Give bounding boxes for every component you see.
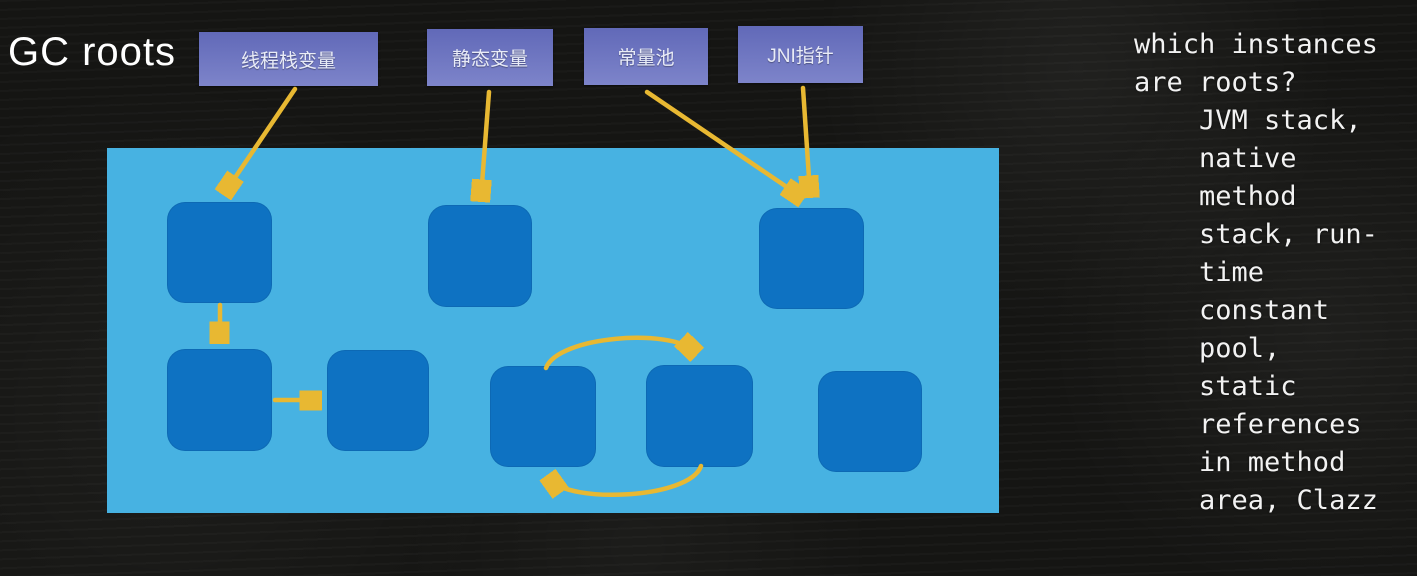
notes-text: which instances are roots? JVM stack, na…: [1134, 29, 1378, 516]
heap-object-b4: [646, 365, 753, 467]
root-box-label: 线程栈变量: [240, 50, 336, 72]
heap-object-b3: [490, 366, 596, 467]
heap-object-b5: [818, 371, 922, 472]
root-box-jni-pointer: JNI指针: [738, 26, 863, 83]
heap-object-b1: [167, 349, 272, 451]
root-box-constant-pool: 常量池: [584, 28, 708, 85]
root-box-static-vars: 静态变量: [427, 29, 553, 86]
heap-object-t3: [759, 208, 864, 309]
heap-object-t1: [167, 202, 272, 303]
root-box-label: 静态变量: [451, 49, 528, 70]
root-box-thread-stack-vars: 线程栈变量: [199, 32, 378, 86]
heap-object-b2: [327, 350, 429, 451]
root-box-label: 常量池: [617, 48, 675, 69]
page-title: GC roots: [8, 30, 177, 74]
heap-object-t2: [428, 205, 532, 307]
root-box-label: JNI指针: [767, 46, 834, 67]
